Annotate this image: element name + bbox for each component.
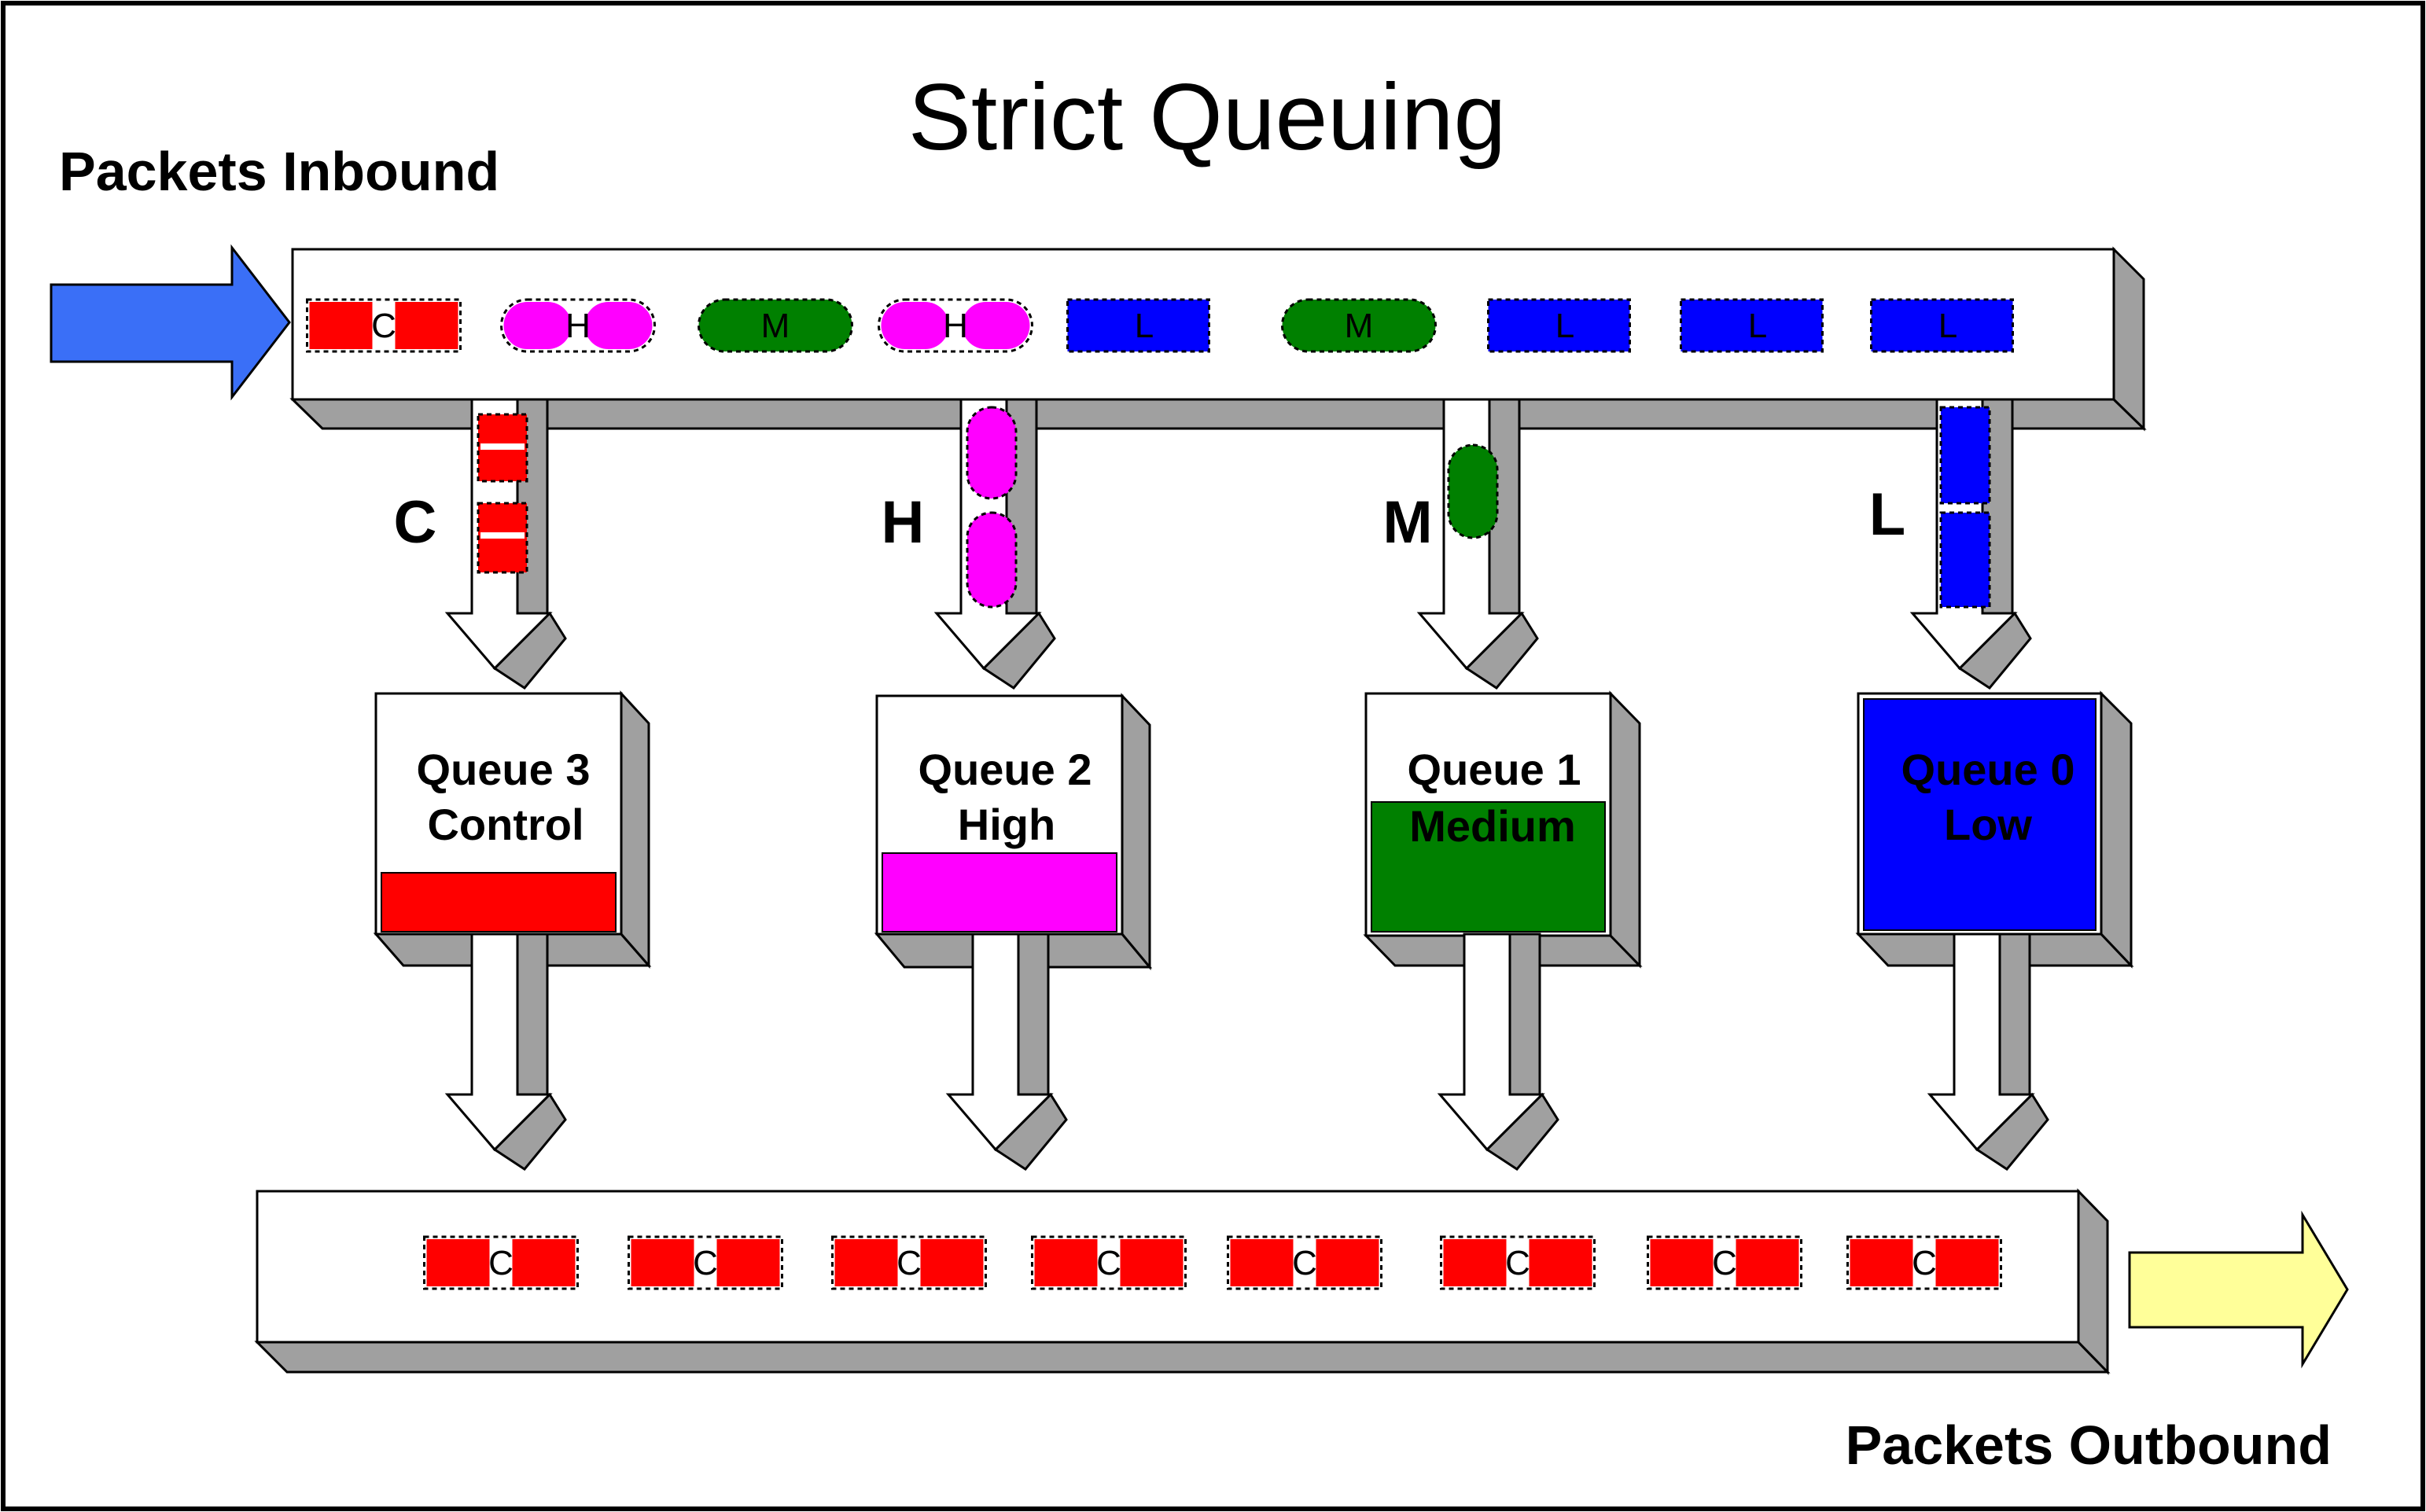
branch-low-packet-0 [1939, 406, 1991, 505]
queue-2-box: Queue 2 High [874, 693, 1153, 971]
queue-3-box: Queue 3 Control [373, 690, 652, 969]
inbound-packet-6-letter: L [1555, 307, 1574, 345]
inbound-packet-4-letter: L [1135, 307, 1154, 345]
queue-0-fill [1863, 698, 2097, 931]
branch-letter-medium: M [1382, 489, 1432, 556]
inbound-packet-3: H [878, 298, 1033, 353]
queue-boxes: Queue 3 Control Queue 2 High Queue 1 Med… [373, 690, 2134, 971]
inbound-label: Packets Inbound [59, 141, 499, 202]
inbound-packet-8: L [1870, 298, 2014, 353]
outbound-packet-7-letter: C [1912, 1244, 1937, 1282]
branch-medium-packet-0 [1447, 443, 1499, 539]
queue-1-fill [1371, 801, 1606, 933]
outbound-packet-6: C [1647, 1235, 1802, 1290]
outbound-packet-3-letter: C [1096, 1244, 1121, 1282]
inbound-packet-2-letter: M [761, 307, 790, 345]
outbound-packet-3: C [1031, 1235, 1187, 1290]
output-arrow-medium [1437, 933, 1559, 1171]
outbound-packet-1-letter: C [693, 1244, 718, 1282]
inbound-packet-0-letter: C [371, 307, 396, 345]
output-arrow-low [1927, 933, 2049, 1171]
inbound-packet-1: H [500, 298, 656, 353]
outbound-label: Packets Outbound [1846, 1415, 2332, 1476]
queue-1-name: Queue 1 [1408, 745, 1581, 794]
queue-0-box: Queue 0 Low [1855, 690, 2134, 969]
outbound-packet-5-letter: C [1505, 1244, 1530, 1282]
inbound-packet-3-letter: H [943, 307, 968, 345]
inbound-packet-5-letter: M [1345, 307, 1374, 345]
outbound-packet-7: C [1846, 1235, 2002, 1290]
outbound-packet-2-letter: C [896, 1244, 922, 1282]
branch-control-packet-1-gap [480, 532, 525, 539]
queue-3-priority: Control [427, 800, 583, 849]
branch-high-packet-0 [966, 406, 1018, 500]
inbound-packet-2: M [698, 298, 853, 353]
queue-0-name: Queue 0 [1901, 745, 2075, 794]
diagram-title: Strict Queuing [908, 64, 1506, 170]
inbound-packet-0: C [306, 298, 462, 353]
inbound-packet-7: L [1680, 298, 1824, 353]
inbound-packet-8-letter: L [1938, 307, 1957, 345]
inbound-packet-7-letter: L [1748, 307, 1767, 345]
queue-0-priority: Low [1944, 800, 2032, 849]
branch-control-packet-0-gap [480, 443, 525, 450]
outbound-packet-2: C [831, 1235, 987, 1290]
queue-3-fill [381, 872, 617, 933]
output-arrow-high [945, 933, 1068, 1171]
branch-high-packet-1 [966, 511, 1018, 609]
inbound-packet-1-letter: H [565, 307, 591, 345]
branch-letter-control: C [394, 489, 437, 556]
branch-low-packet-1 [1939, 511, 1991, 609]
branch-letter-low: L [1869, 481, 1905, 548]
outbound-packet-0: C [423, 1235, 579, 1290]
queue-2-fill [882, 852, 1117, 933]
inbound-packet-6: L [1487, 298, 1631, 353]
inbound-packet-4: L [1066, 298, 1210, 353]
queue-1-priority: Medium [1409, 801, 1576, 851]
queue-2-priority: High [958, 800, 1055, 849]
output-arrow-control [444, 933, 567, 1171]
outbound-arrow-icon [2128, 1210, 2349, 1369]
outbound-packet-0-letter: C [488, 1244, 514, 1282]
queue-2-name: Queue 2 [918, 745, 1092, 794]
inbound-packet-5: M [1281, 298, 1437, 353]
branch-letter-high: H [882, 489, 925, 556]
outbound-packet-4: C [1227, 1235, 1382, 1290]
output-arrows [444, 933, 2049, 1171]
queue-1-box: Queue 1 Medium [1363, 690, 1643, 969]
inbound-arrow-icon [50, 244, 291, 401]
outbound-packet-5: C [1440, 1235, 1596, 1290]
queue-3-name: Queue 3 [417, 745, 591, 794]
outbound-packet-1: C [628, 1235, 783, 1290]
outbound-packet-6-letter: C [1712, 1244, 1737, 1282]
outbound-packet-4-letter: C [1292, 1244, 1317, 1282]
